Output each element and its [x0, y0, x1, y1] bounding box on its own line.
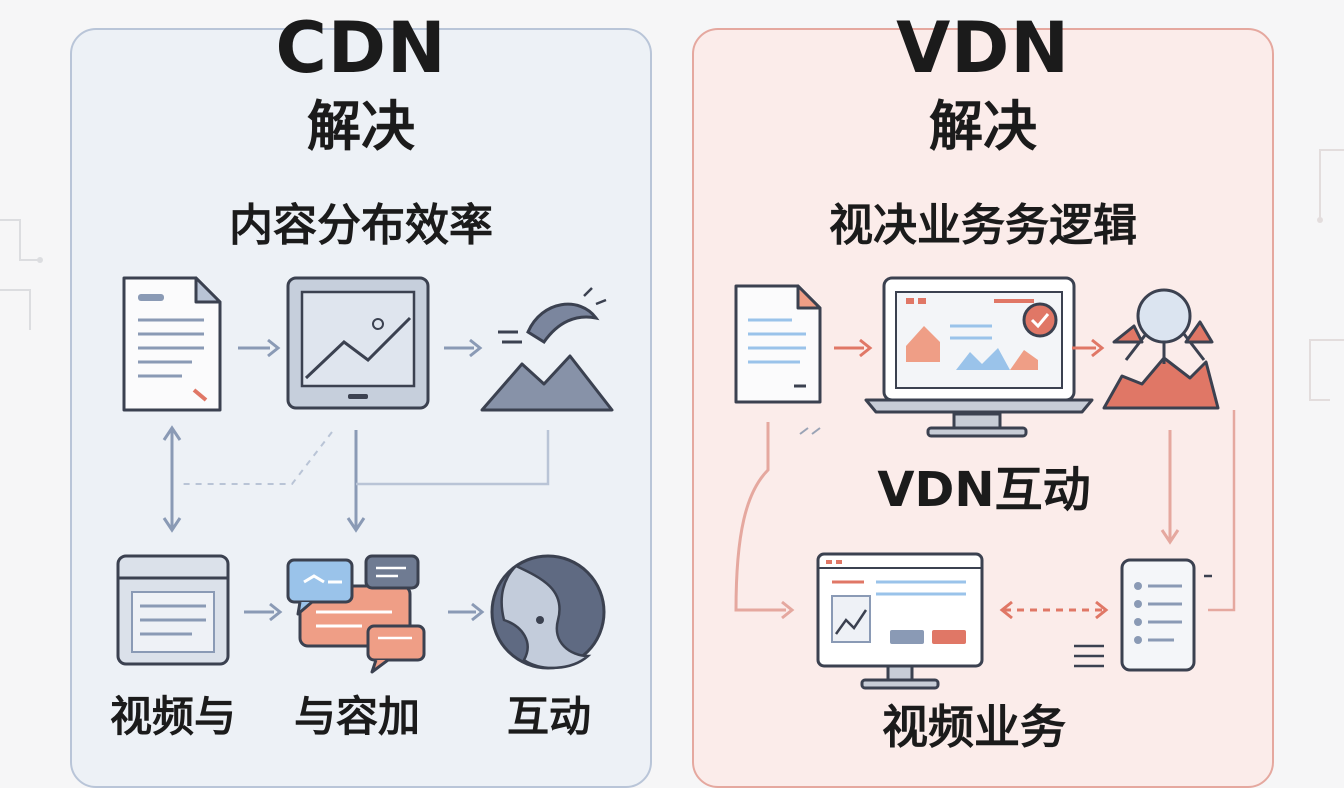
- vdn-bottom-label: 视频业务: [882, 700, 1066, 754]
- laptop-chart-icon: [864, 276, 1094, 438]
- vdn-diagram: [734, 276, 1236, 690]
- vdn-heading: 视决业务务逻辑: [829, 200, 1137, 251]
- cdn-title: CDN: [275, 7, 447, 89]
- monitor-dashboard-icon: [816, 552, 984, 690]
- mountain-bird-icon: [480, 287, 614, 412]
- cdn-bottom-label-2: 与容加: [293, 692, 420, 741]
- cdn-bottom-label-1: 视频与: [109, 692, 236, 741]
- chat-bubbles-icon: [286, 554, 426, 674]
- cdn-subtitle: 解决: [307, 95, 415, 158]
- circuit-decoration-left: [0, 200, 60, 500]
- arrow-right: [834, 338, 873, 358]
- arrow-right: [244, 602, 283, 622]
- arrow-right: [1072, 338, 1105, 358]
- vdn-title: VDN: [896, 7, 1070, 89]
- document-icon: [734, 284, 822, 404]
- network-nodes-icon: [1102, 288, 1220, 410]
- cdn-diagram: [116, 276, 614, 674]
- image-screen-icon: [286, 276, 430, 410]
- cdn-panel: CDN 解决 内容分布效率: [70, 8, 652, 788]
- vdn-subtitle: 解决: [929, 95, 1037, 158]
- vdn-panel: VDN 解决 视决业务务逻辑: [692, 8, 1274, 788]
- cdn-bottom-label-3: 互动: [506, 692, 591, 741]
- arrow-right: [238, 338, 281, 358]
- circuit-decoration-right: [1290, 140, 1344, 620]
- arrow-right: [448, 602, 485, 622]
- checklist-icon: [1074, 558, 1212, 672]
- document-icon: [122, 276, 222, 412]
- cdn-heading: 内容分布效率: [229, 200, 493, 251]
- connector-lines: [734, 410, 1236, 620]
- arrow-right: [444, 338, 483, 358]
- list-window-icon: [116, 554, 230, 666]
- globe-face-icon: [490, 554, 606, 670]
- connector-lines: [162, 425, 550, 533]
- vdn-middle-label: VDN互动: [877, 462, 1091, 518]
